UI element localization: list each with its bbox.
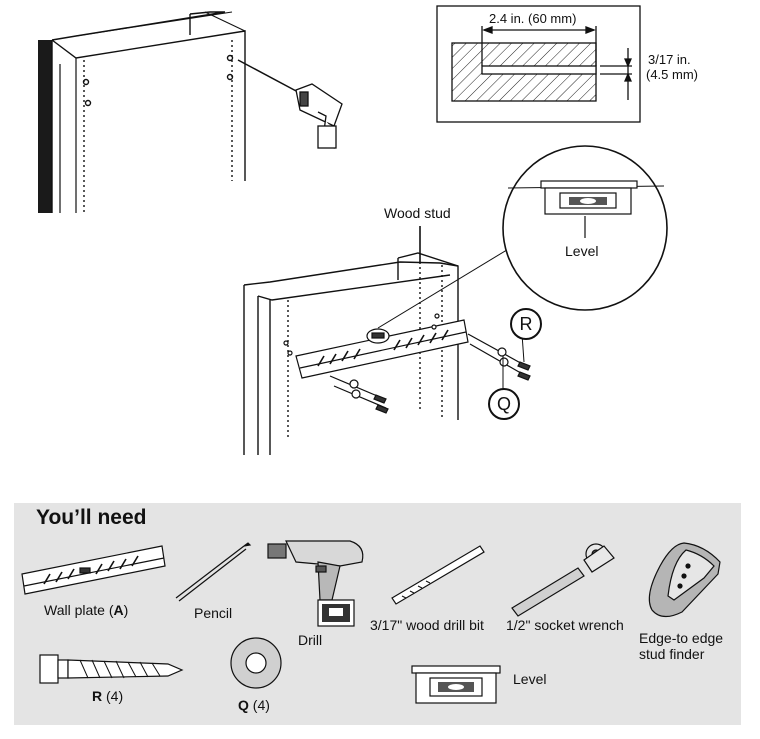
mounted-wall-plate [283,313,469,379]
level-callout-label: Level [565,243,599,259]
wall-plate-mounting-scene [243,226,521,455]
level-icon [411,665,501,704]
washer-qty: (4) [248,697,270,713]
wall-plate-label: Wall plate (A) [44,602,128,618]
level-label: Level [513,671,547,687]
callout-r: R [510,308,542,340]
washer-code: Q [238,697,249,713]
lag-screws-installed [329,333,531,414]
socket-wrench-icon [511,543,615,617]
level-magnifier-circle [502,145,668,311]
socket-wrench-label: 1/2" socket wrench [506,617,624,633]
lag-screw-icon [39,654,184,684]
screw-label: R (4) [92,688,123,704]
callout-q: Q [488,388,520,420]
stud-finder-icon [648,542,721,618]
pencil-label: Pencil [194,605,233,621]
hole-dimension-detail [436,5,641,123]
wood-stud-label: Wood stud [384,205,451,221]
drill-bit-label: 3/17" wood drill bit [370,617,484,633]
wall-drilling-scene [38,11,246,213]
washer-label: Q (4) [238,697,270,713]
stud-finder-label-line1: Edge-to edge [639,630,724,646]
wall-plate-name: Wall plate ( [44,602,114,618]
drill-bit-icon [391,545,485,605]
hole-depth-dimension-line1: 3/17 in. [648,52,691,67]
drill-icon [237,59,343,149]
stud-finder-label-line2: stud finder [639,646,705,662]
drill-icon [267,540,364,627]
wall-plate-code: A [113,602,124,618]
youll-need-title: You’ll need [36,506,147,529]
screw-qty: (4) [102,688,124,704]
pencil-icon [175,542,252,602]
wall-plate-icon [21,545,166,595]
hole-depth-dimension-line2: (4.5 mm) [646,67,698,82]
screw-code: R [92,688,103,704]
hole-spacing-dimension: 2.4 in. (60 mm) [489,11,577,26]
washer-icon [230,637,282,689]
drill-label: Drill [298,632,323,648]
wall-plate-close: ) [123,602,129,618]
